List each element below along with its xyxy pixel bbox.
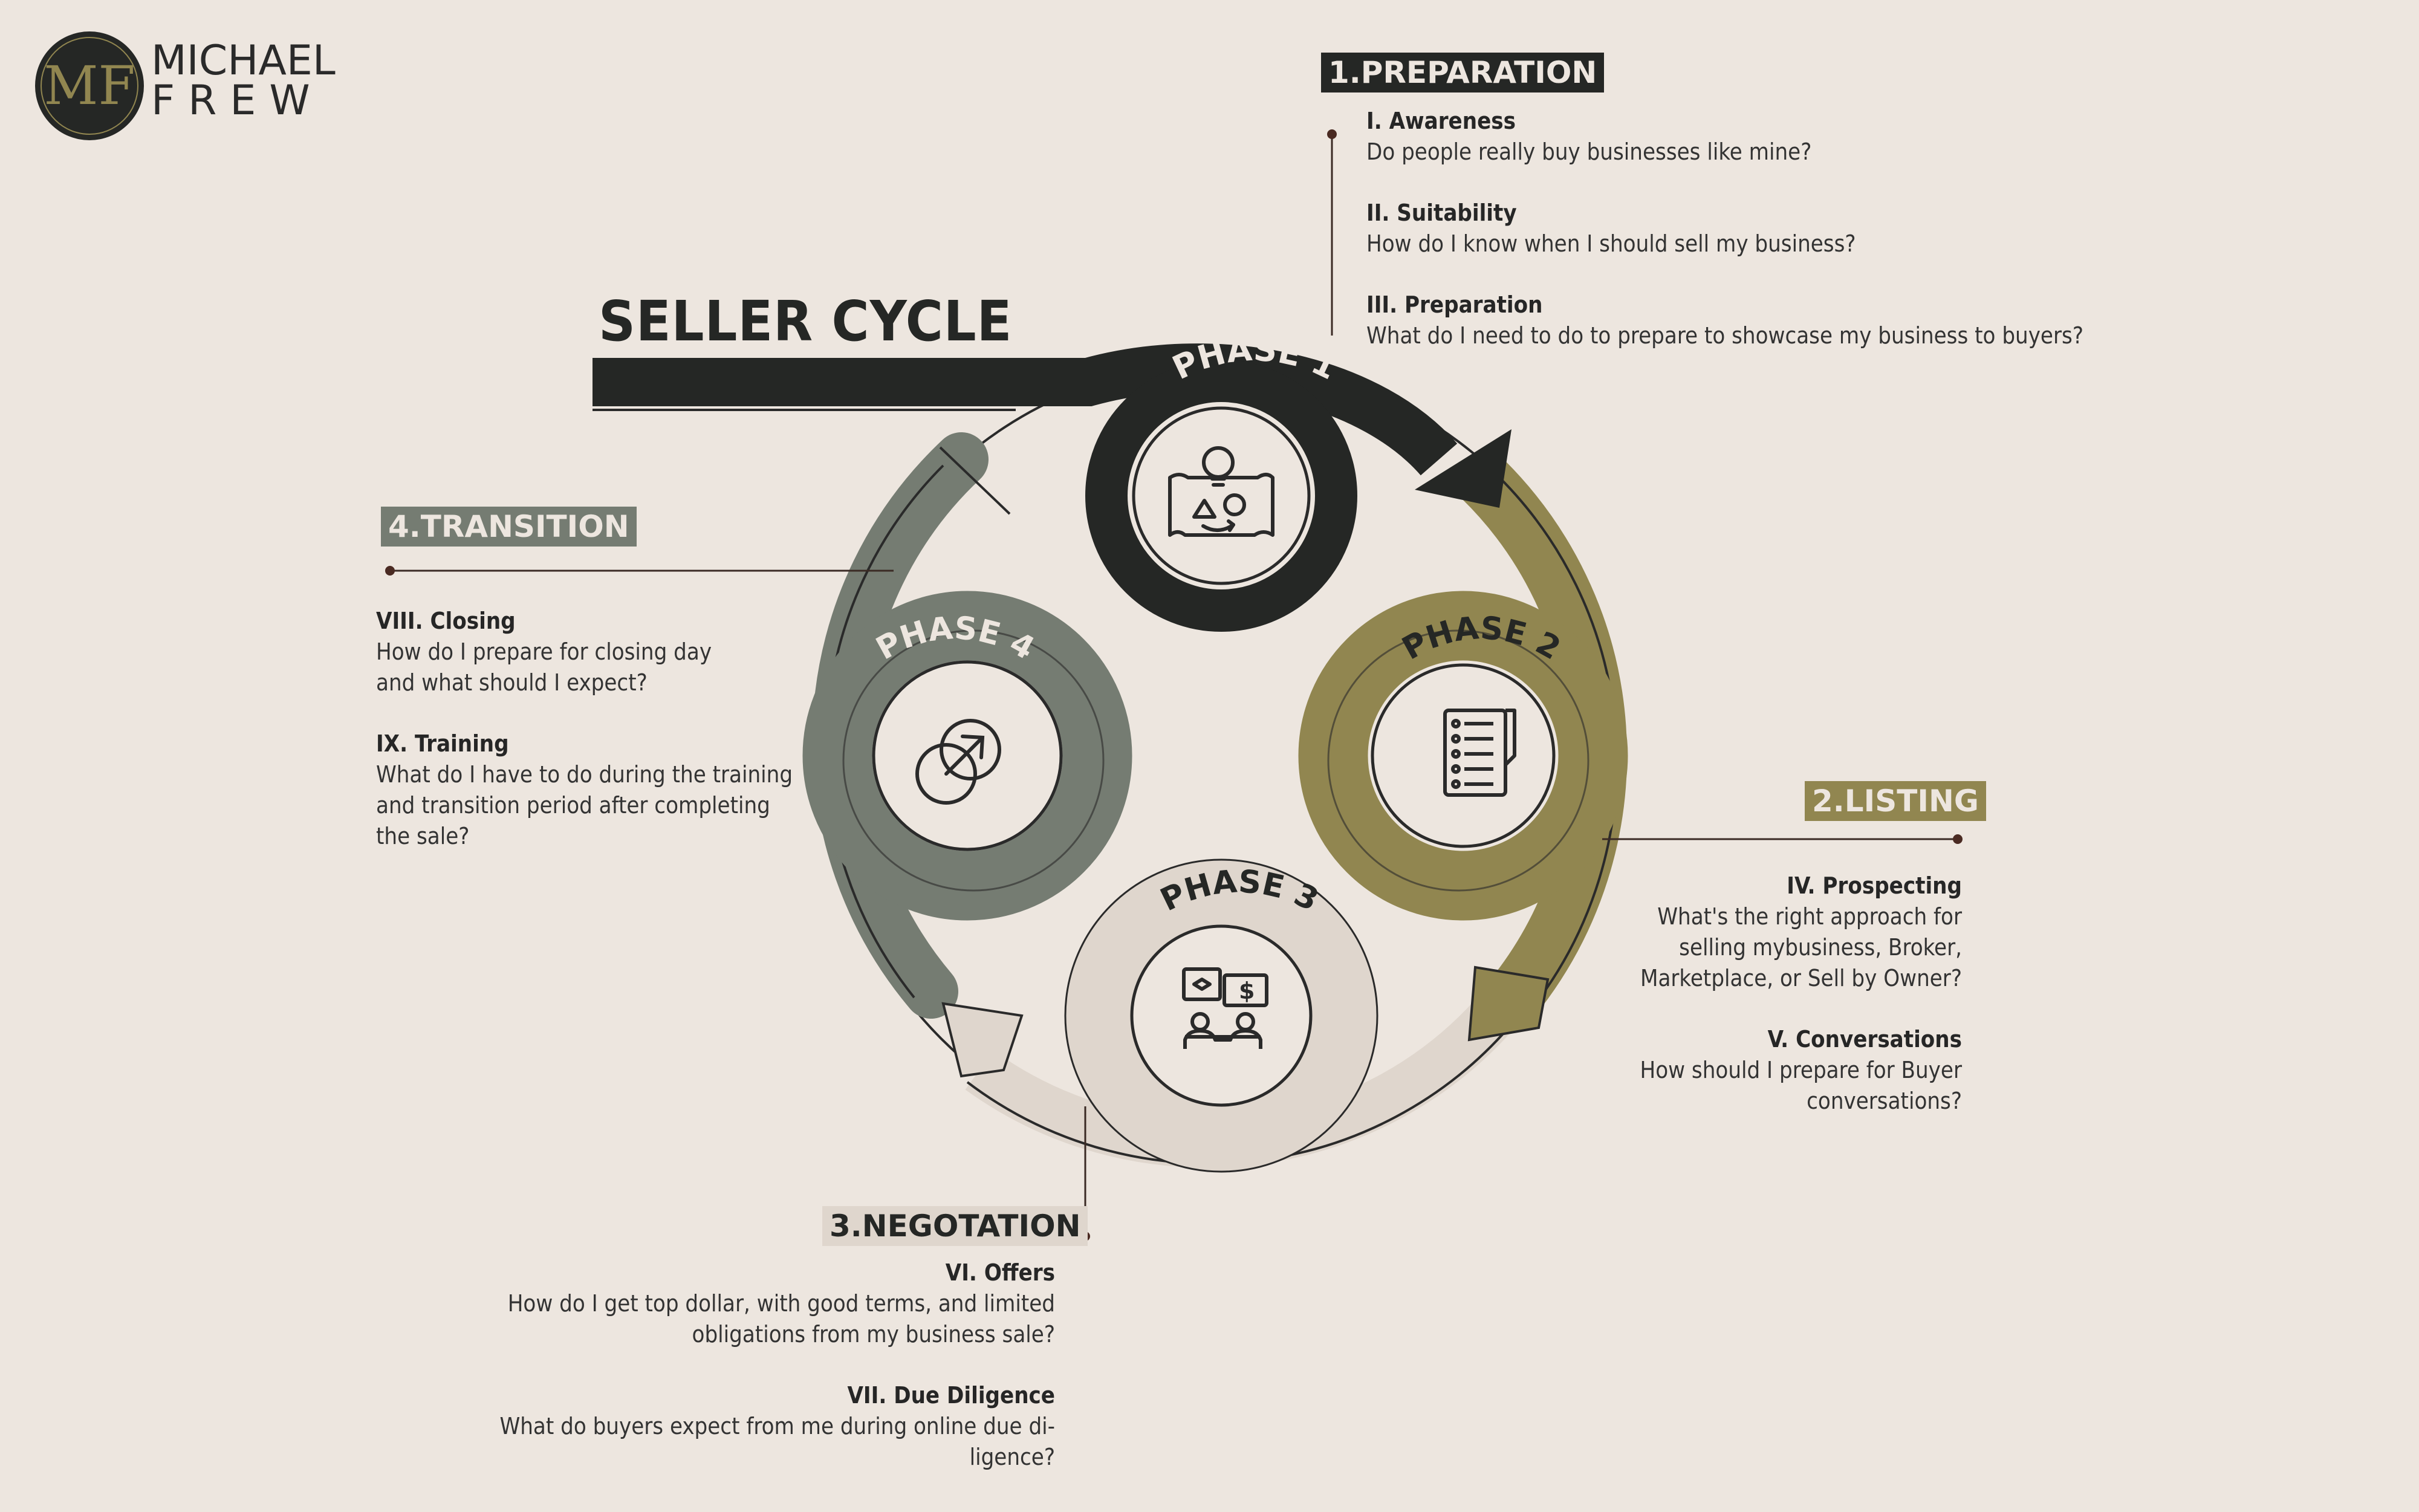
- question-text: the sale?: [376, 823, 470, 849]
- question-text: What do I have to do during the training: [376, 761, 793, 788]
- question-item: I. Awareness Do people really buy busine…: [1366, 106, 2273, 167]
- logo-name-line2: FREW: [151, 77, 323, 125]
- question-text: How should I prepare for Buyer: [1640, 1057, 1962, 1083]
- question-text: conversations?: [1807, 1088, 1962, 1114]
- diagram-title: SELLER CYCLE: [599, 289, 1013, 354]
- phase-3-questions: VI. Offers How do I get top dollar, with…: [484, 1257, 1055, 1503]
- phase-2-questions: IV. Prospecting What's the right approac…: [1451, 871, 1962, 1147]
- negotiation-meeting-icon: $: [1182, 967, 1268, 1049]
- question-item: IX. Training What do I have to do during…: [376, 728, 848, 852]
- question-item: VIII. Closing How do I prepare for closi…: [376, 606, 848, 698]
- logo-monogram: MF: [44, 54, 135, 117]
- idea-blueprint-icon: [1168, 446, 1274, 537]
- question-heading: VII. Due Diligence: [847, 1382, 1055, 1409]
- phase-1-questions: I. Awareness Do people really buy busine…: [1366, 106, 2273, 381]
- logo-name-line1: MICHAEL: [151, 37, 336, 85]
- question-heading: I. Awareness: [1366, 108, 1516, 134]
- question-heading: VIII. Closing: [376, 608, 516, 634]
- question-item: IV. Prospecting What's the right approac…: [1451, 871, 1962, 994]
- question-heading: III. Preparation: [1366, 291, 1543, 318]
- question-item: VI. Offers How do I get top dollar, with…: [484, 1257, 1055, 1350]
- question-text: ligence?: [969, 1444, 1055, 1470]
- checklist-document-icon: [1443, 709, 1516, 797]
- question-item: III. Preparation What do I need to do to…: [1366, 290, 2273, 351]
- phase-4-label: 4.TRANSITION: [381, 507, 637, 547]
- question-item: VII. Due Diligence What do buyers expect…: [484, 1380, 1055, 1473]
- question-heading: IX. Training: [376, 730, 509, 757]
- svg-text:$: $: [1239, 978, 1255, 1004]
- question-heading: II. Suitability: [1366, 200, 1517, 226]
- question-text: selling mybusiness, Broker,: [1679, 934, 1962, 961]
- question-heading: IV. Prospecting: [1787, 872, 1962, 899]
- phase-1-segment: [593, 343, 1511, 632]
- question-text: What's the right approach for: [1657, 903, 1962, 930]
- question-text: and transition period after completing: [376, 792, 770, 819]
- phase-3-segment: [941, 858, 1511, 1173]
- question-item: II. Suitability How do I know when I sho…: [1366, 198, 2273, 259]
- question-text: What do buyers expect from me during onl…: [499, 1413, 1055, 1439]
- question-heading: V. Conversations: [1767, 1026, 1962, 1053]
- question-text: obligations from my business sale?: [692, 1321, 1055, 1348]
- phase-3-label: 3.NEGOTATION: [822, 1206, 1088, 1246]
- phase-4-questions: VIII. Closing How do I prepare for closi…: [376, 606, 848, 882]
- logo-name: MICHAEL FREW: [151, 37, 336, 125]
- question-text: and what should I expect?: [376, 669, 648, 696]
- question-text: What do I need to do to prepare to showc…: [1366, 322, 2083, 349]
- question-text: How do I get top dollar, with good terms…: [507, 1290, 1055, 1317]
- question-text: Do people really buy businesses like min…: [1366, 138, 1812, 165]
- logo-mark: MF: [35, 31, 144, 140]
- question-text: How do I know when I should sell my busi…: [1366, 230, 1856, 257]
- phase-2-label: 2.LISTING: [1805, 781, 1986, 821]
- question-item: V. Conversations How should I prepare fo…: [1451, 1024, 1962, 1117]
- question-heading: VI. Offers: [945, 1259, 1055, 1286]
- phase-1-label: 1.PREPARATION: [1321, 53, 1605, 92]
- transition-arrow-icon: [915, 719, 1001, 805]
- question-text: How do I prepare for closing day: [376, 638, 712, 665]
- question-text: Marketplace, or Sell by Owner?: [1640, 965, 1962, 991]
